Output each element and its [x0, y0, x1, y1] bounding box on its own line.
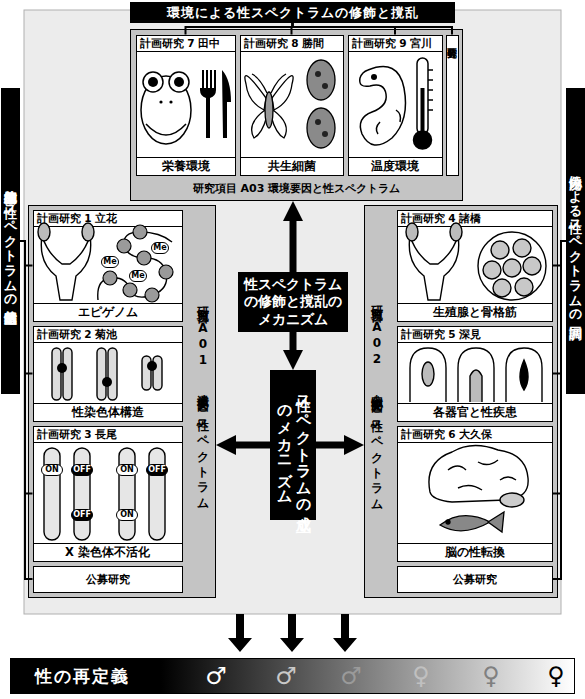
- gene-state-tag: OFF: [71, 464, 93, 476]
- methyl-mark: Me: [151, 242, 169, 254]
- project-box: 計画研究 4 諸橋生殖腺と骨格筋: [397, 210, 553, 322]
- flow-arrow: [290, 332, 297, 358]
- project-heading: 計画研究 4 諸橋: [398, 211, 552, 227]
- sex-symbol: ♀: [541, 659, 571, 693]
- project-theme: 各器官と性疾患: [398, 403, 552, 421]
- output-arrows: [333, 614, 357, 652]
- project-box: 計画研究 7 田中栄養環境: [136, 35, 236, 176]
- mechanism-text: 性スペクトラムの修飾と撹乱のメカニズム: [242, 276, 344, 329]
- output-arrows: [280, 614, 304, 652]
- research-group: 研究項目 A02 内分泌要因と性スペクトラム計画研究 4 諸橋生殖腺と骨格筋計画…: [364, 205, 558, 598]
- sex-symbol: ♂: [271, 659, 301, 693]
- project-box: 計画研究 3 長尾 X 染色体不活化: [33, 426, 183, 562]
- mechanism-text: 性スペクトラムの成立のメカニズム: [273, 384, 313, 506]
- gene-state-tag: OFF: [71, 509, 93, 521]
- heading-band: 環境による性スペクトラムの修飾と撹乱: [130, 2, 455, 23]
- band-text: 内分泌による性スペクトラムの同調: [566, 96, 585, 386]
- project-theme: 脳の性転換: [398, 543, 552, 561]
- gene-state-tag: ON: [41, 464, 63, 476]
- redefinition-text: 性の再定義: [35, 668, 130, 685]
- project-theme: 性染色体構造: [34, 403, 182, 421]
- sex-symbol: ♂: [201, 659, 231, 693]
- gene-state-tag: OFF: [146, 464, 168, 476]
- redefinition-box: 性の再定義: [10, 658, 155, 694]
- project-heading: 計画研究 7 田中: [137, 36, 235, 52]
- group-caption: 研究項目 A03 環境要因と性スペクトラム: [131, 182, 462, 196]
- sex-symbol: ♀: [476, 659, 506, 693]
- open-call-box: 公募研究: [33, 566, 183, 593]
- heading-text: 環境による性スペクトラムの修飾と撹乱: [167, 6, 419, 19]
- project-theme: 栄養環境: [137, 157, 235, 175]
- project-theme: 生殖腺と骨格筋: [398, 303, 552, 321]
- project-heading: 計画研究 9 宮川: [349, 36, 442, 52]
- flow-arrow: [290, 213, 297, 272]
- output-arrows: [228, 614, 357, 652]
- project-box: 計画研究 9 宮川温度環境: [348, 35, 443, 176]
- project-theme: エピゲノム: [34, 303, 182, 321]
- project-heading: 計画研究 5 深見: [398, 327, 552, 343]
- open-call-box: 公募研究: [446, 35, 459, 176]
- band-text: 細胞自律的な性スペクトラムの遺伝的基盤: [1, 96, 20, 386]
- side-band: 内分泌による性スペクトラムの同調: [566, 88, 585, 394]
- sex-spectrum-band: ♂ ♂ ♂ ♀ ♀ ♀ 性の再定義: [10, 658, 575, 694]
- sex-symbol: ♀: [406, 659, 436, 693]
- project-theme: 共生細菌: [241, 157, 343, 175]
- group-caption: 研究項目 A01 遺伝要因と性スペクトラム: [195, 218, 211, 585]
- open-call-text: 公募研究: [453, 574, 497, 585]
- project-heading: 計画研究 8 勝間: [241, 36, 343, 52]
- project-heading: 計画研究 3 長尾: [34, 427, 182, 443]
- methyl-mark: Me: [129, 270, 147, 282]
- project-heading: 計画研究 6 大久保: [398, 427, 552, 443]
- flow-arrow: [228, 442, 270, 449]
- background-panel: [24, 10, 561, 614]
- project-box: 計画研究 5 深見各器官と性疾患: [397, 326, 553, 422]
- mechanism-box: 性スペクトラムの成立のメカニズム: [270, 370, 316, 520]
- project-theme: X 染色体不活化: [34, 543, 182, 561]
- research-group: 研究項目 A03 環境要因と性スペクトラム計画研究 7 田中栄養環境計画研究 8…: [130, 29, 463, 201]
- sex-symbol: ♂: [336, 659, 366, 693]
- mechanism-box: 性スペクトラムの修飾と撹乱のメカニズム: [238, 272, 348, 332]
- project-box: 計画研究 2 菊池性染色体構造: [33, 326, 183, 422]
- project-heading: 計画研究 2 菊池: [34, 327, 182, 343]
- methyl-mark: Me: [101, 256, 119, 268]
- open-call-text: 公募研究: [86, 574, 130, 585]
- research-group: 研究項目 A01 遺伝要因と性スペクトラム計画研究 1 立花エピゲノム計画研究 …: [28, 205, 216, 598]
- gene-state-tag: ON: [116, 509, 138, 521]
- gene-state-tag: ON: [116, 464, 138, 476]
- output-arrows: [228, 614, 252, 652]
- group-caption: 研究項目 A02 内分泌要因と性スペクトラム: [369, 218, 385, 585]
- project-theme: 温度環境: [349, 157, 442, 175]
- project-box: 計画研究 8 勝間共生細菌: [240, 35, 344, 176]
- project-box: 計画研究 6 大久保脳の性転換: [397, 426, 553, 562]
- side-band: 細胞自律的な性スペクトラムの遺伝的基盤: [1, 88, 20, 394]
- open-call-box: 公募研究: [397, 566, 553, 593]
- project-heading: 計画研究 1 立花: [34, 211, 182, 227]
- flow-arrow: [316, 442, 352, 449]
